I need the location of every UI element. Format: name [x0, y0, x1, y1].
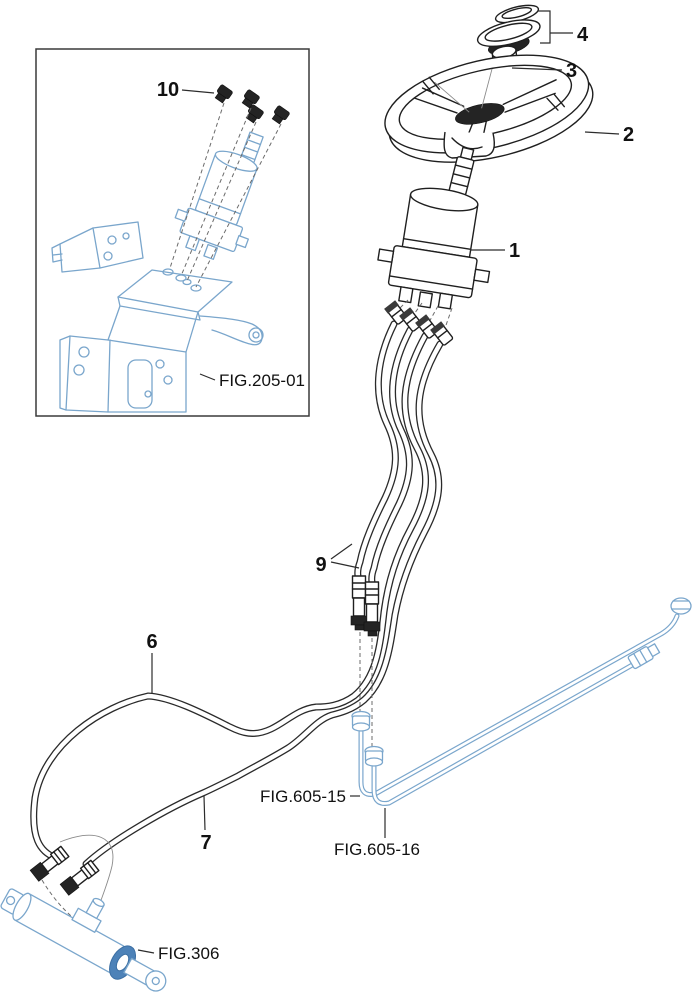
- column-support-bracket: [51, 221, 264, 413]
- callout-2: 2: [623, 124, 634, 146]
- callout-7: 7: [200, 832, 211, 854]
- steering-cylinder: [0, 888, 167, 992]
- callout-3: 3: [566, 60, 577, 82]
- steel-lines-605: [351, 597, 692, 806]
- bolt-assembly-lines: [169, 102, 282, 288]
- inset-border: [35, 48, 310, 417]
- callout-4: 4: [577, 24, 589, 46]
- figure-ref-306: FIG.306: [158, 944, 219, 963]
- callout-9: 9: [315, 554, 326, 576]
- cylinder-hose-fitting-2: [59, 859, 100, 896]
- line-flare-nut-1: [351, 710, 371, 732]
- figure-ref-605-16: FIG.605-16: [334, 840, 420, 859]
- steering-wheel: [384, 54, 594, 196]
- line-end-fittings: [627, 597, 692, 670]
- figure-ref-205-01: FIG.205-01: [219, 371, 305, 390]
- figure-ref-605-15: FIG.605-15: [260, 787, 346, 806]
- inset-steering-valve: [174, 131, 264, 260]
- hose-to-line-assembly-dashes: [359, 632, 373, 747]
- steering-valve-unit: [377, 187, 491, 310]
- leader-2: [584, 131, 620, 135]
- leader-3: [511, 67, 563, 71]
- cylinder-hose-fitting-1: [29, 845, 70, 882]
- callout-10: 10: [157, 79, 179, 101]
- callout-6: 6: [146, 631, 157, 653]
- inset-figure-205: [35, 48, 310, 417]
- leader-7: [203, 795, 206, 831]
- leader-10: [181, 89, 215, 94]
- hose-end-fittings-9: [350, 575, 381, 637]
- leader-fig205: [199, 373, 216, 381]
- callout-labels: 4 3 2 1 9 6 7 10 FIG.205-01 FIG.605-15 F…: [137, 10, 634, 963]
- valve-elbow-fittings: [384, 300, 454, 346]
- callout-1: 1: [509, 240, 520, 262]
- line-flare-nut-2: [364, 745, 384, 767]
- mounting-bolts: [214, 84, 290, 125]
- cylinder-connection-area: [0, 834, 167, 992]
- leader-fig306: [137, 949, 155, 954]
- leader-4: [538, 10, 573, 44]
- leader-9: [330, 543, 360, 569]
- steering-shaft: [448, 146, 475, 196]
